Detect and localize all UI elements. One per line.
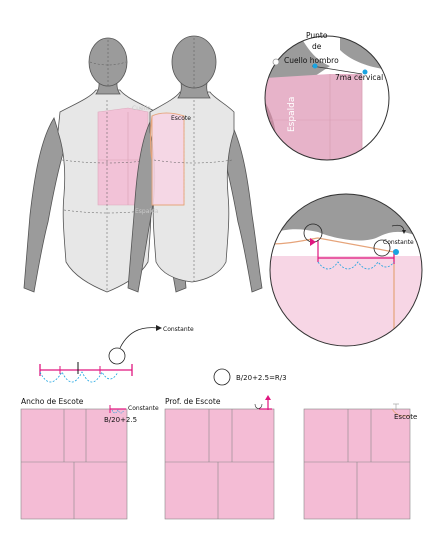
zoom-circle-top: Espalda Punto de Cuello hombro 7ma cervi… <box>264 31 390 161</box>
back-right-arm <box>221 116 263 293</box>
front-left-arm <box>23 117 65 293</box>
zoom-top-espalda: Espalda <box>287 97 297 132</box>
zoom-top-cuello-hombro: Cuello hombro <box>284 56 339 65</box>
panel-2-title: Prof. de Escote <box>165 397 221 406</box>
gray-point-marker <box>272 58 280 66</box>
blue-point-cervical <box>362 69 368 75</box>
panel-1-title: Ancho de Escote <box>21 397 84 406</box>
zoom-top-de: de <box>312 42 322 51</box>
zoom-top-cervical: 7ma cervical <box>335 73 383 82</box>
zoom-top-punto: Punto <box>306 31 328 40</box>
back-pink-bodice <box>151 112 185 206</box>
panel-1-constante: Constante <box>128 405 159 412</box>
formula-block: B/20+2.5=R/3 <box>213 368 287 386</box>
label-escote-figure: Escote <box>171 115 191 122</box>
mid-constante-label: Constante <box>163 326 194 333</box>
constant-diagram: Constante <box>39 325 194 383</box>
blue-point-cuello <box>312 63 318 69</box>
panel-escote-final: Escote <box>303 403 417 520</box>
formula-text: B/20+2.5=R/3 <box>236 374 287 382</box>
panel-prof-escote: Prof. de Escote <box>164 395 275 520</box>
panel-ancho-escote: Ancho de Escote Constante B/20+2.5 <box>20 397 159 520</box>
panel-1-formula: B/20+2.5 <box>104 416 137 424</box>
label-espalda: Espalda <box>135 208 159 215</box>
panel-3-escote: Escote <box>394 413 417 421</box>
zoom-circle-bottom: Constante <box>269 193 423 347</box>
back-figure: Escote Espalda <box>127 35 263 293</box>
zoom-bottom-constante: Constante <box>383 239 414 246</box>
label-cuello: Cuello <box>132 105 151 112</box>
